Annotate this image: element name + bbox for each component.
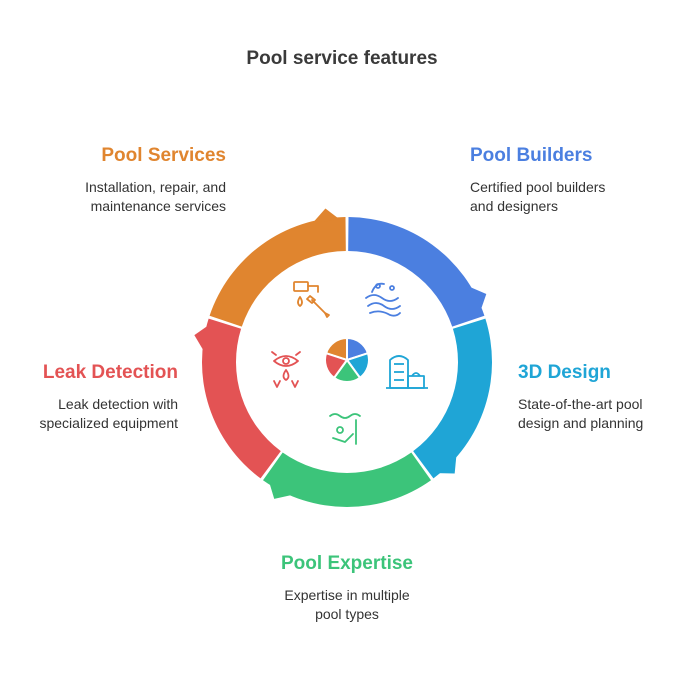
segment-pool-services <box>209 217 346 327</box>
feature-3d-design: 3D Design State-of-the-art pool design a… <box>518 361 678 433</box>
feature-pool-services: Pool Services Installation, repair, and … <box>0 144 226 216</box>
feature-leak-detection: Leak Detection Leak detection with speci… <box>0 361 178 433</box>
page-title: Pool service features <box>246 48 438 69</box>
segment-arrow <box>194 324 209 353</box>
segment-pool-builders <box>348 217 485 327</box>
feature-heading: Leak Detection <box>42 362 178 383</box>
feature-description: Certified pool builders and designers <box>470 179 606 214</box>
segment-3d-design <box>413 318 493 479</box>
feature-pool-expertise: Pool Expertise Expertise in multiple poo… <box>217 552 477 624</box>
segment-arrow <box>468 286 487 311</box>
swimmer-icon <box>329 413 361 445</box>
feature-description: Expertise in multiple pool types <box>284 587 410 622</box>
feature-heading: Pool Builders <box>470 145 593 166</box>
segment-arrow <box>436 453 457 474</box>
water-splash-icon <box>365 282 401 317</box>
segment-arrow <box>312 208 340 224</box>
ring <box>194 208 493 508</box>
building-design-icon <box>386 355 428 389</box>
feature-heading: Pool Expertise <box>281 553 413 574</box>
eye-droplet-icon <box>271 351 301 388</box>
segment-leak-detection <box>201 318 281 479</box>
feature-description: State-of-the-art pool design and plannin… <box>518 396 644 431</box>
feature-description: Installation, repair, and maintenance se… <box>85 179 226 214</box>
feature-description: Leak detection with specialized equipmen… <box>39 396 178 431</box>
segment-arrow <box>269 481 294 499</box>
segment-pool-expertise <box>263 452 431 508</box>
feature-pool-builders: Pool Builders Certified pool builders an… <box>470 144 670 216</box>
center-pie-slice <box>324 351 349 380</box>
feature-heading: 3D Design <box>518 362 611 383</box>
feature-heading: Pool Services <box>101 145 226 166</box>
faucet-wrench-icon <box>293 281 330 318</box>
center-pie-icon <box>324 336 370 383</box>
